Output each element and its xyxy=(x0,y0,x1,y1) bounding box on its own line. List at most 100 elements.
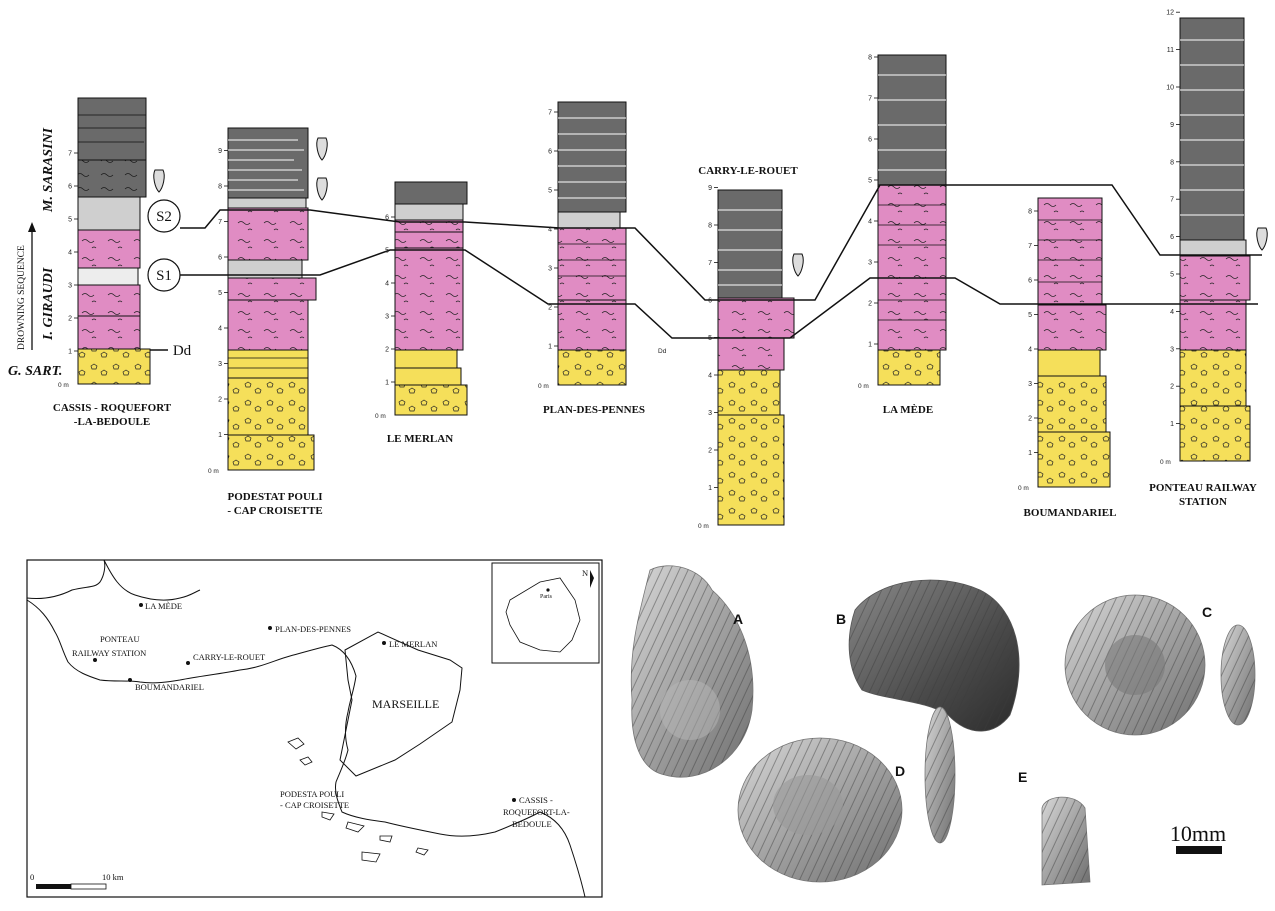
specimen-b xyxy=(849,580,1019,731)
scale-zero-label: 0 m xyxy=(1160,459,1171,466)
scale-tick-label: 5 xyxy=(68,217,72,224)
scale-tick-label: 8 xyxy=(1028,209,1032,216)
specimen-label-b: B xyxy=(836,611,846,627)
specimen-label-c: C xyxy=(1202,604,1212,620)
scale-tick-label: 7 xyxy=(68,151,72,158)
scale-tick-label: 1 xyxy=(218,432,222,439)
scale-tick-label: 11 xyxy=(1167,47,1174,54)
scale-zero-label: 0 m xyxy=(538,383,549,390)
section-title-ponteau-line2: STATION xyxy=(1179,496,1227,508)
scale-tick-label: 6 xyxy=(385,215,389,222)
plate-scale-bar xyxy=(1176,846,1222,854)
zone-label-sart: G. SART. xyxy=(8,364,62,379)
map-label-cassis-line1: CASSIS - xyxy=(519,795,553,805)
map-label-la-mede: LA MÈDE xyxy=(145,601,182,611)
specimen-label-a: A xyxy=(733,611,743,627)
specimen-label-e: E xyxy=(1018,769,1027,785)
scale-tick-label: 2 xyxy=(708,448,712,455)
section-columns xyxy=(78,18,1267,525)
map-label-ponteau-line1: PONTEAU xyxy=(100,634,140,644)
locality-dot xyxy=(93,658,97,662)
map-label-marseille: MARSEILLE xyxy=(372,697,439,711)
scale-tick-label: 2 xyxy=(385,347,389,354)
scale-tick-label: 1 xyxy=(868,342,872,349)
scale-tick-label: 6 xyxy=(218,255,222,262)
ammonite-icon xyxy=(317,138,327,160)
map-label-podesta-line2: - CAP CROISETTE xyxy=(280,800,349,810)
scale-zero-label: 0 m xyxy=(698,523,709,530)
zone-labels: M. SARASINI I. GIRAUDI G. SART. DROWNING… xyxy=(8,127,62,379)
scale-tick-label: 8 xyxy=(218,184,222,191)
section-column-plan xyxy=(558,102,626,385)
ammonite-icon xyxy=(317,178,327,200)
scale-tick-label: 3 xyxy=(385,314,389,321)
section-column-mede xyxy=(878,55,946,385)
scale-start-label: 0 xyxy=(30,872,34,882)
scale-tick-label: 4 xyxy=(548,227,552,234)
scale-tick-label: 4 xyxy=(868,219,872,226)
zone-label-giraudi: I. GIRAUDI xyxy=(41,267,56,341)
plate-scale-label: 10mm xyxy=(1170,821,1226,846)
specimen-a xyxy=(631,566,753,777)
scale-tick-label: 2 xyxy=(1028,416,1032,423)
scale-tick-label: 5 xyxy=(708,335,712,342)
map-label-podesta-line1: PODESTA POULI xyxy=(280,789,344,799)
ammonite-icon xyxy=(1257,228,1267,250)
map-label-cassis-line2: ROQUEFORT-LA- xyxy=(503,807,570,817)
scale-tick-label: 7 xyxy=(868,96,872,103)
scale-tick-label: 1 xyxy=(385,380,389,387)
scale-tick-label: 7 xyxy=(548,110,552,117)
section-column-merlan xyxy=(395,182,467,415)
locality-dot xyxy=(139,603,143,607)
scale-tick-label: 5 xyxy=(868,178,872,185)
locality-dot xyxy=(268,626,272,630)
scale-tick-label: 5 xyxy=(1028,312,1032,319)
specimen-d xyxy=(738,707,955,882)
specimen-label-d: D xyxy=(895,763,905,779)
scale-tick-label: 6 xyxy=(868,137,872,144)
scale-tick-label: 7 xyxy=(708,260,712,267)
section-column-ponteau xyxy=(1180,18,1267,461)
scale-tick-label: 1 xyxy=(1028,450,1032,457)
locality-dot xyxy=(512,798,516,802)
scale-tick-label: 1 xyxy=(68,349,72,356)
scale-tick-label: 2 xyxy=(1170,384,1174,391)
inset-city-label: Paris xyxy=(540,594,553,600)
scale-tick-label: 4 xyxy=(708,373,712,380)
scale-tick-label: 5 xyxy=(548,188,552,195)
north-label: N xyxy=(582,568,588,578)
scale-zero-label: 0 m xyxy=(1018,485,1029,492)
surface-dd-small-label: Dd xyxy=(658,348,667,355)
surface-s2-label: S2 xyxy=(156,209,172,225)
section-column-boumandariel xyxy=(1038,198,1110,487)
section-title-podestat-line2: - CAP CROISETTE xyxy=(227,505,322,517)
scale-tick-label: 2 xyxy=(68,316,72,323)
locality-map: Paris N LA MÈDE PONTEAU RAILWAY STATION … xyxy=(27,560,602,897)
scale-tick-label: 8 xyxy=(708,223,712,230)
scale-tick-label: 6 xyxy=(1170,234,1174,241)
scale-tick-label: 8 xyxy=(1170,159,1174,166)
scale-tick-label: 6 xyxy=(548,149,552,156)
section-title-mede: LA MÈDE xyxy=(883,404,933,416)
scale-tick-label: 2 xyxy=(548,305,552,312)
map-label-plan: PLAN-DES-PENNES xyxy=(275,624,351,634)
scale-tick-label: 6 xyxy=(68,184,72,191)
section-column-cassis xyxy=(78,98,164,384)
locality-dot xyxy=(186,661,190,665)
scale-tick-label: 3 xyxy=(868,260,872,267)
scale-tick-label: 1 xyxy=(708,485,712,492)
section-title-cassis-line1: CASSIS - ROQUEFORT xyxy=(53,402,172,414)
scale-tick-label: 4 xyxy=(1170,309,1174,316)
scale-tick-label: 3 xyxy=(548,266,552,273)
map-label-boumandariel: BOUMANDARIEL xyxy=(135,682,204,692)
section-title-boumandariel: BOUMANDARIEL xyxy=(1024,507,1117,519)
scale-tick-label: 6 xyxy=(1028,278,1032,285)
section-title-ponteau-line1: PONTEAU RAILWAY xyxy=(1149,482,1257,494)
scale-tick-label: 4 xyxy=(218,326,222,333)
zone-label-sarasini: M. SARASINI xyxy=(41,127,56,213)
scale-zero-label: 0 m xyxy=(58,382,69,389)
section-column-carry xyxy=(718,190,803,525)
france-inset-frame xyxy=(492,563,599,663)
map-label-ponteau-line2: RAILWAY STATION xyxy=(72,648,146,658)
